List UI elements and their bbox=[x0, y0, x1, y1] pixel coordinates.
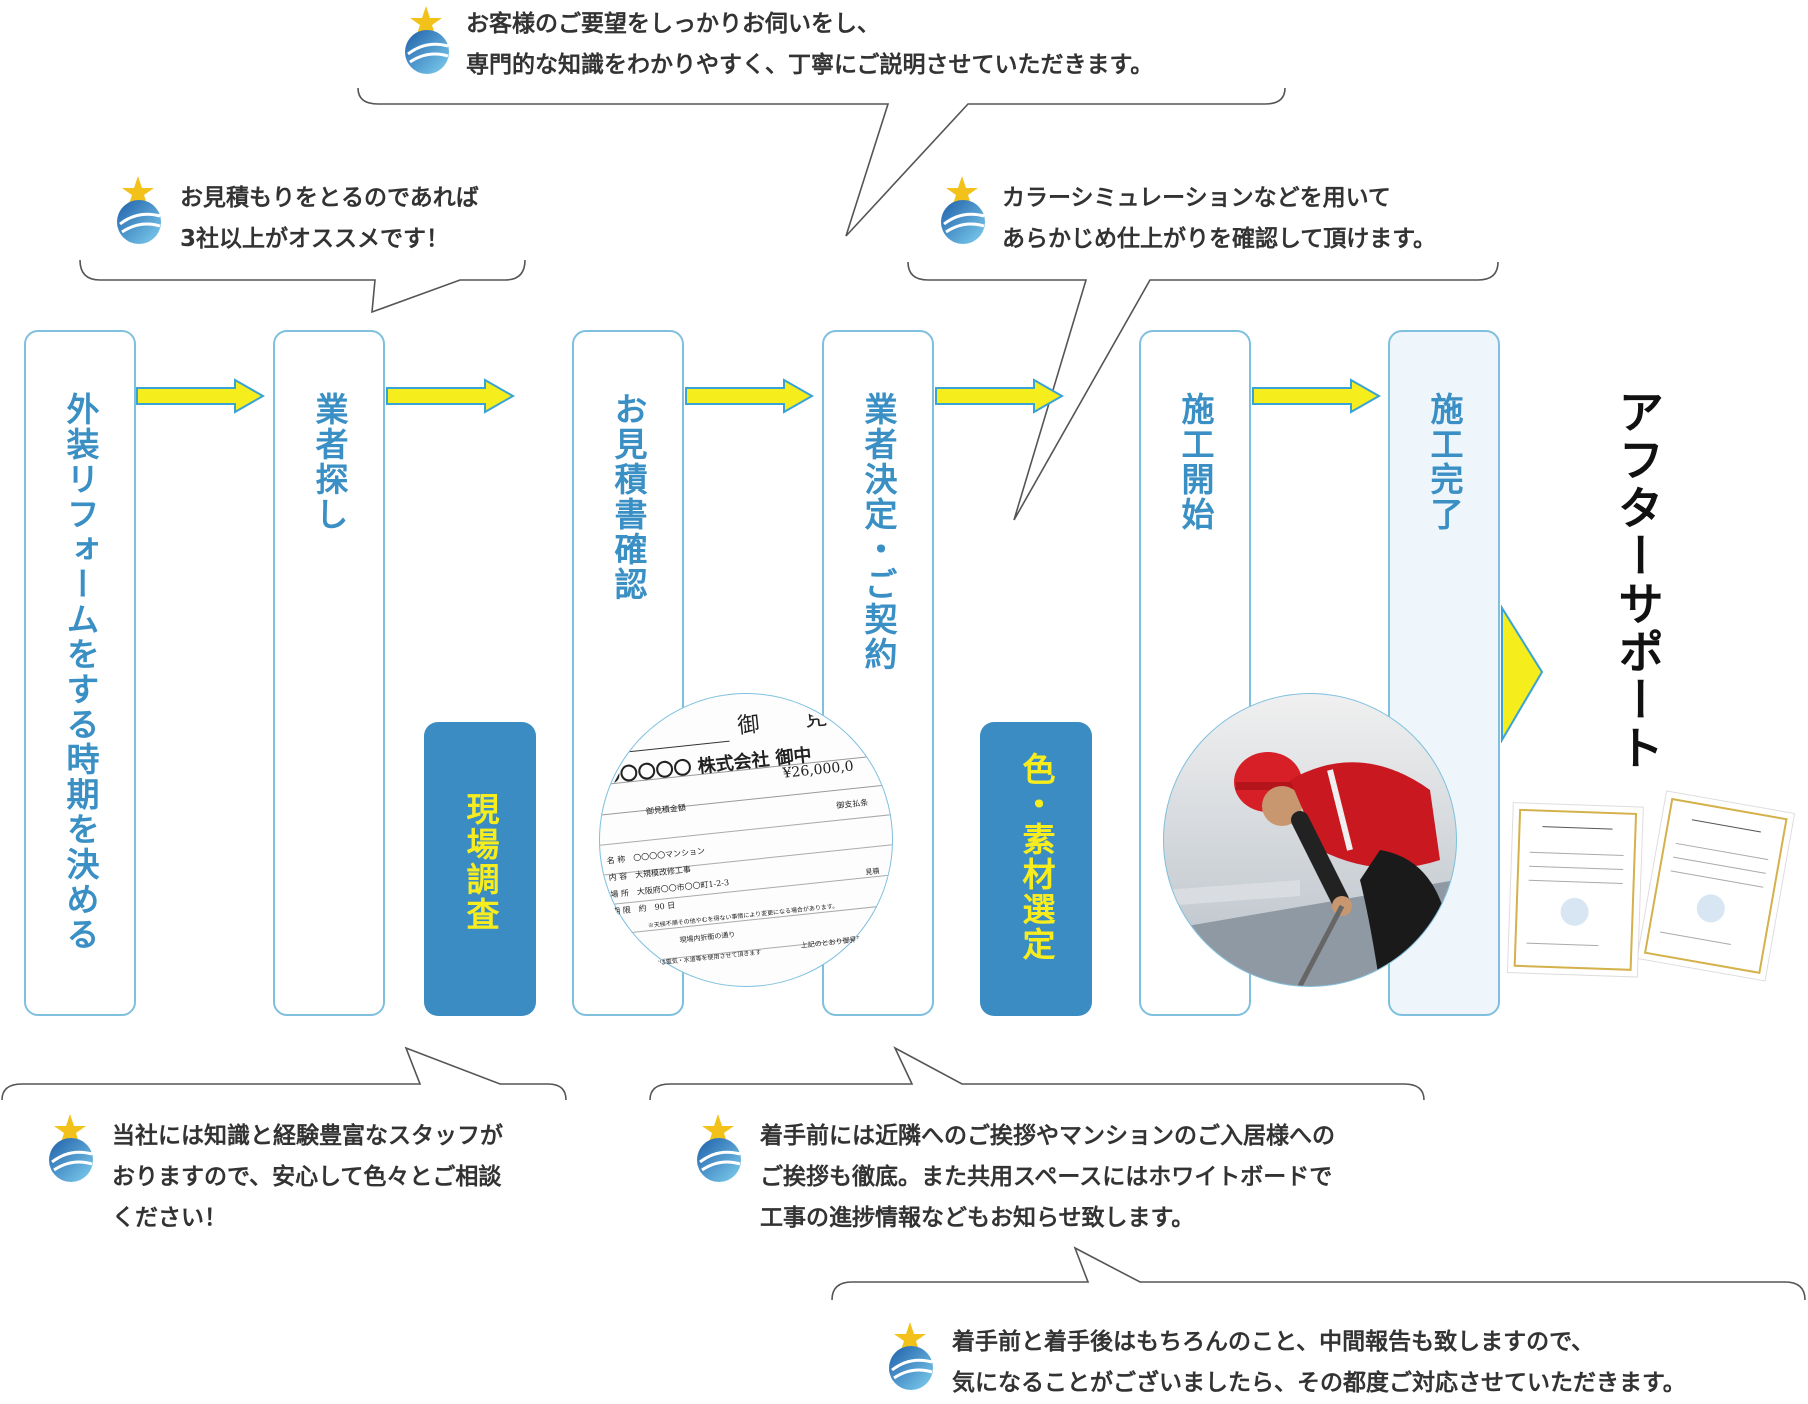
bubble-explain bbox=[357, 87, 1286, 237]
after-support-label: アフターサポート bbox=[1611, 388, 1665, 772]
chevron-right-icon bbox=[1501, 604, 1544, 744]
bubble-report bbox=[831, 1246, 1806, 1301]
bubble-line: 工事の進捗情報などもお知らせ致します。 bbox=[760, 1205, 1195, 1231]
bubble-greeting bbox=[649, 1046, 1425, 1101]
bubble-line: お客様のご要望をしっかりお伺いをし、 bbox=[466, 11, 880, 37]
substep-color-material bbox=[980, 722, 1092, 1016]
bubble-estimate-tip-text: お見積もりをとるのであれば 3社以上がオススメです！ bbox=[180, 178, 479, 260]
bubble-line: ご挨拶も徹底。また共用スペースにはホワイトボードで bbox=[760, 1164, 1333, 1190]
bubble-staff bbox=[1, 1046, 567, 1101]
bubble-explain-text: お客様のご要望をしっかりお伺いをし、 専門的な知識をわかりやすく、丁寧にご説明さ… bbox=[466, 4, 1153, 86]
bubble-line: 3社以上がオススメです！ bbox=[180, 226, 450, 252]
bubble-greeting-text: 着手前には近隣へのご挨拶やマンションのご入居様への ご挨拶も徹底。また共用スペー… bbox=[760, 1116, 1335, 1239]
bubble-line: あらかじめ仕上がりを確認して頂けます。 bbox=[1002, 226, 1437, 252]
bubble-line: おりますので、安心して色々とご相談 bbox=[112, 1164, 502, 1190]
step-label: お見積書確認 bbox=[609, 392, 648, 602]
step-label: 外装リフォームをする時期を決める bbox=[61, 392, 100, 952]
star-logo-icon bbox=[117, 176, 161, 244]
star-logo-icon bbox=[697, 1114, 741, 1182]
bubble-line: お見積もりをとるのであれば bbox=[180, 185, 479, 211]
bubble-estimate-tip bbox=[79, 259, 526, 314]
bubble-color-sim bbox=[907, 261, 1499, 521]
bubble-line: 専門的な知識をわかりやすく、丁寧にご説明させていただきます。 bbox=[466, 52, 1154, 78]
bubble-report-text: 着手前と着手後はもちろんのこと、中間報告も致しますので、 気になることがございま… bbox=[952, 1322, 1686, 1404]
bubble-line: カラーシミュレーションなどを用いて bbox=[1002, 185, 1391, 211]
substep-site-survey bbox=[424, 722, 536, 1016]
bubble-color-sim-text: カラーシミュレーションなどを用いて あらかじめ仕上がりを確認して頂けます。 bbox=[1002, 178, 1436, 260]
step-label: 施工開始 bbox=[1176, 392, 1215, 532]
bubble-line: 気になることがございましたら、その都度ご対応させていただきます。 bbox=[952, 1370, 1686, 1396]
bubble-line: 着手前には近隣へのご挨拶やマンションのご入居様への bbox=[760, 1123, 1335, 1149]
step-label: 業者決定・ご契約 bbox=[859, 392, 898, 672]
substep-label: 現場調査 bbox=[461, 792, 500, 932]
step-column-search bbox=[273, 330, 385, 1016]
step-column-timing bbox=[24, 330, 136, 1016]
star-logo-icon bbox=[889, 1322, 933, 1390]
step-label: 施工完了 bbox=[1425, 392, 1464, 532]
star-logo-icon bbox=[941, 176, 985, 244]
bubble-line: 着手前と着手後はもちろんのこと、中間報告も致しますので、 bbox=[952, 1329, 1595, 1355]
bubble-line: 当社には知識と経験豊富なスタッフが bbox=[112, 1123, 503, 1149]
star-logo-icon bbox=[49, 1114, 93, 1182]
step-label: 業者探し bbox=[310, 392, 349, 532]
bubble-line: ください！ bbox=[112, 1205, 227, 1231]
star-logo-icon bbox=[405, 6, 449, 74]
completion-certificates-image bbox=[1506, 790, 1796, 982]
bubble-staff-text: 当社には知識と経験豊富なスタッフが おりますので、安心して色々とご相談 ください… bbox=[112, 1116, 503, 1239]
substep-label: 色・素材選定 bbox=[1017, 752, 1056, 962]
